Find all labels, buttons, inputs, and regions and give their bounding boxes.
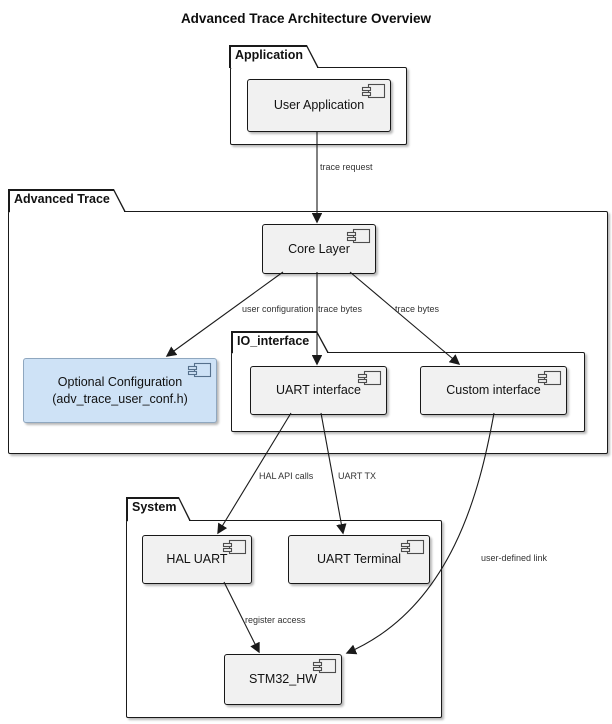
component-label: STM32_HW — [248, 672, 318, 687]
component-stm32-hw: STM32_HW — [224, 654, 342, 705]
component-core-layer: Core Layer — [262, 224, 376, 274]
package-tab-io-interface: IO_interface — [231, 331, 329, 353]
component-icon — [400, 539, 425, 555]
component-icon — [346, 228, 371, 244]
edge-label-trace-bytes-uart: trace bytes — [318, 304, 363, 314]
component-label: UART Terminal — [316, 552, 402, 567]
package-label-advanced-trace: Advanced Trace — [14, 191, 110, 206]
component-label-line2: (adv_trace_user_conf.h) — [52, 391, 188, 406]
edge-label-trace-request: trace request — [320, 162, 373, 172]
edge-label-register-access: register access — [245, 615, 306, 625]
diagram-title: Advanced Trace Architecture Overview — [180, 11, 432, 26]
edge-label-hal-api-calls: HAL API calls — [259, 471, 314, 481]
component-uart-interface: UART interface — [250, 366, 387, 415]
component-label: HAL UART — [166, 552, 228, 567]
component-icon — [312, 658, 337, 674]
edge-label-trace-bytes-custom: trace bytes — [395, 304, 440, 314]
component-user-application: User Application — [247, 79, 391, 132]
component-icon — [361, 83, 386, 99]
package-label-io-interface: IO_interface — [237, 333, 310, 348]
component-icon — [537, 370, 562, 386]
component-label: User Application — [273, 98, 365, 113]
component-label-line1: Optional Configuration — [57, 375, 183, 390]
component-icon — [187, 362, 212, 378]
edge-label-uart-tx: UART TX — [338, 471, 377, 481]
component-icon — [222, 539, 247, 555]
component-hal-uart: HAL UART — [142, 535, 252, 584]
component-icon — [357, 370, 382, 386]
edge-label-user-configuration: user configuration — [242, 304, 314, 314]
component-optional-configuration: Optional Configuration (adv_trace_user_c… — [23, 358, 217, 423]
package-tab-application: Application — [229, 45, 319, 68]
component-label: Custom interface — [446, 383, 541, 398]
package-label-system: System — [132, 499, 177, 514]
package-tab-advanced-trace: Advanced Trace — [8, 189, 126, 212]
component-uart-terminal: UART Terminal — [288, 535, 430, 584]
package-label-application: Application — [235, 47, 304, 62]
component-label: UART interface — [276, 383, 361, 398]
package-tab-system: System — [126, 497, 191, 521]
edge-label-user-defined-link: user-defined link — [481, 553, 548, 563]
component-custom-interface: Custom interface — [420, 366, 567, 415]
component-label: Core Layer — [288, 241, 350, 256]
